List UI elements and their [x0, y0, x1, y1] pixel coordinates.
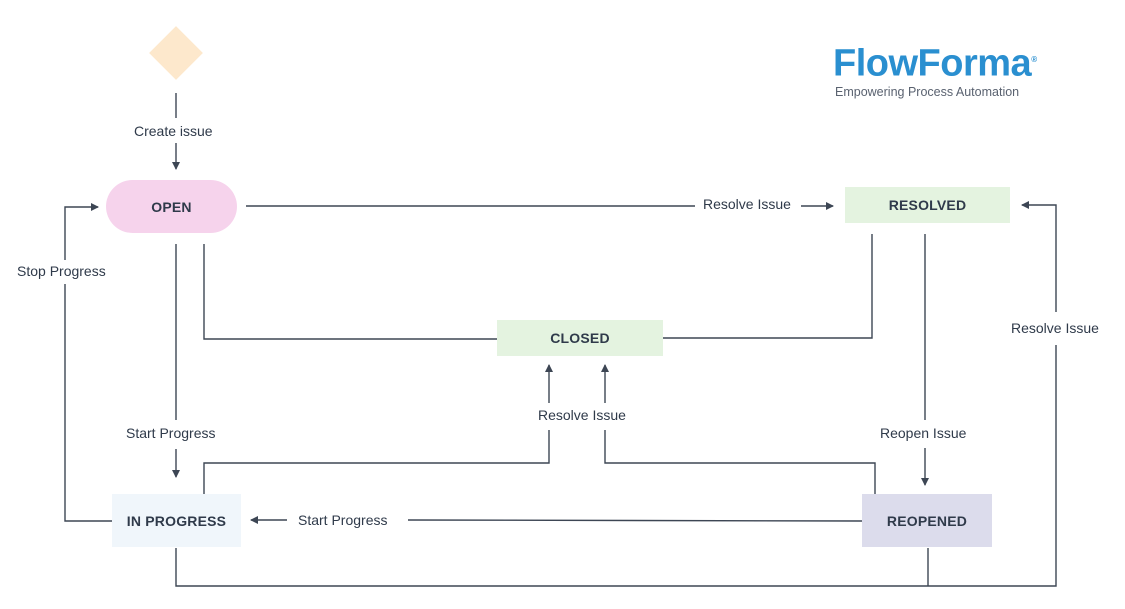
state-resolved[interactable]: RESOLVED — [845, 187, 1010, 223]
edge-stop-progress-a — [64, 284, 112, 522]
label-start-progress-reopened: Start Progress — [294, 512, 392, 528]
logo-tagline: Empowering Process Automation — [835, 84, 1020, 99]
label-resolve-issue-top: Resolve Issue — [699, 196, 795, 212]
edge-reopened-inprogress-a — [407, 519, 863, 522]
edge-inprogress-closed — [203, 430, 550, 494]
edge-bottom-loop — [175, 345, 1057, 587]
label-stop-progress: Stop Progress — [13, 263, 110, 279]
edge-resolved-closed — [663, 234, 873, 339]
logo-registered-mark: ® — [1031, 55, 1037, 64]
state-closed[interactable]: CLOSED — [497, 320, 663, 356]
edge-resolve-right — [1021, 201, 1057, 312]
state-reopened-label: REOPENED — [886, 512, 968, 529]
state-open-label: OPEN — [151, 198, 192, 215]
label-start-progress-open: Start Progress — [122, 425, 220, 441]
start-node — [149, 26, 203, 80]
state-resolved-label: RESOLVED — [888, 197, 967, 213]
logo-name-text: FlowForma — [833, 42, 1032, 85]
state-in-progress-label: IN PROGRESS — [126, 512, 227, 529]
label-reopen-issue: Reopen Issue — [876, 425, 971, 441]
edge-reopened-closed — [604, 430, 876, 494]
edge-open-closed — [203, 244, 497, 340]
state-open[interactable]: OPEN — [106, 180, 237, 233]
state-closed-label: CLOSED — [550, 330, 610, 346]
state-reopened[interactable]: REOPENED — [862, 494, 992, 547]
label-resolve-issue-right: Resolve Issue — [1007, 320, 1103, 336]
edge-stop-progress-b — [64, 203, 99, 260]
label-resolve-issue-closed: Resolve Issue — [534, 407, 630, 423]
label-create-issue: Create issue — [130, 123, 217, 139]
logo-wordmark: FlowForma® — [833, 40, 1037, 84]
flowforma-logo: FlowForma® Empowering Process Automation — [833, 40, 1037, 99]
state-in-progress[interactable]: IN PROGRESS — [112, 494, 241, 547]
